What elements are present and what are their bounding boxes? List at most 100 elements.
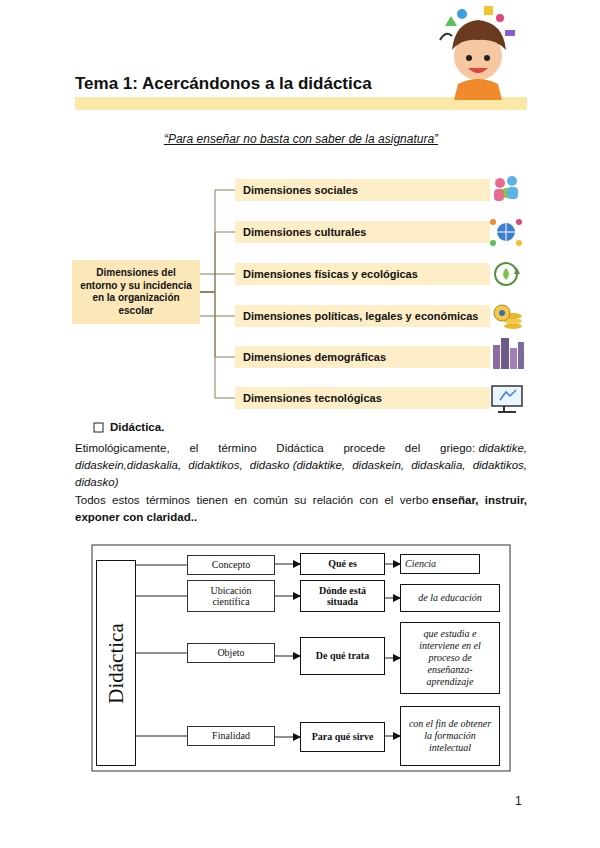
node-text: Didáctica bbox=[104, 623, 129, 703]
monitor-icon bbox=[492, 386, 522, 412]
node-text: Qué es bbox=[305, 558, 380, 570]
connector bbox=[275, 656, 300, 657]
paragraph: Etimológicamente, el término Didáctica p… bbox=[75, 440, 527, 491]
answer-box: de la educación bbox=[400, 584, 500, 612]
connector bbox=[200, 274, 235, 275]
connector bbox=[385, 564, 400, 565]
node-content: Finalidad bbox=[192, 730, 270, 742]
node-text: De qué trata bbox=[305, 650, 380, 662]
node-text: que estudia e interviene en el proceso d… bbox=[405, 628, 495, 688]
dimension-box: Dimensiones sociales bbox=[235, 179, 490, 201]
connector bbox=[385, 736, 400, 737]
node-text: Dónde está situada bbox=[305, 585, 380, 608]
node-text: con el fin de obtener la formación intel… bbox=[405, 718, 495, 754]
page-title: Tema 1: Acercándonos a la didáctica bbox=[75, 74, 372, 93]
coins-icon bbox=[494, 305, 522, 329]
node-content: Para qué sirve bbox=[305, 731, 380, 743]
ellipsis: .. bbox=[191, 511, 197, 523]
aspect-box: Ubicación científica bbox=[187, 580, 275, 612]
connector bbox=[136, 653, 187, 654]
quote-holder: “Para enseñar no basta con saber de la a… bbox=[75, 132, 527, 146]
node-content: con el fin de obtener la formación intel… bbox=[405, 718, 495, 754]
node-content: Dimensiones demográficas bbox=[243, 351, 482, 363]
node-content: de la educación bbox=[405, 592, 495, 604]
recycle-icon bbox=[495, 263, 520, 285]
question-box: De qué trata bbox=[300, 637, 385, 675]
node-content: que estudia e interviene en el proceso d… bbox=[405, 628, 495, 688]
section-heading: Didáctica. bbox=[110, 421, 164, 433]
node-content: Dónde está situada bbox=[305, 585, 380, 608]
connector bbox=[136, 736, 187, 737]
connector bbox=[136, 565, 187, 566]
node-text: Para qué sirve bbox=[305, 731, 380, 743]
node-content: Dimensiones del entorno y su incidencia … bbox=[80, 267, 192, 317]
connector bbox=[275, 737, 300, 738]
dimension-box: Dimensiones políticas, legales y económi… bbox=[235, 305, 490, 327]
diagram-frame bbox=[92, 545, 510, 771]
aspect-box: Concepto bbox=[187, 555, 275, 575]
body-text: Etimológicamente, el término Didáctica p… bbox=[75, 442, 475, 454]
node-text: Dimensiones del entorno y su incidencia … bbox=[80, 267, 192, 317]
node-content: Didáctica bbox=[104, 623, 129, 703]
node-text: Concepto bbox=[192, 559, 270, 571]
checkbox bbox=[94, 423, 103, 432]
node-text: Dimensiones físicas y ecológicas bbox=[243, 268, 482, 280]
page-number: 1 bbox=[515, 794, 522, 808]
question-box: Qué es bbox=[300, 553, 385, 575]
question-box: Para qué sirve bbox=[300, 722, 385, 752]
dimension-box: Dimensiones culturales bbox=[235, 221, 490, 243]
node-text: Dimensiones culturales bbox=[243, 226, 482, 238]
node-content: Dimensiones políticas, legales y económi… bbox=[243, 310, 482, 322]
connector bbox=[275, 564, 300, 565]
node-text: Dimensiones tecnológicas bbox=[243, 392, 482, 404]
node-text: Finalidad bbox=[192, 730, 270, 742]
node-content: Ubicación científica bbox=[192, 585, 270, 608]
connector bbox=[385, 658, 400, 659]
node-content: Dimensiones físicas y ecológicas bbox=[243, 268, 482, 280]
title-holder: Tema 1: Acercándonos a la didáctica bbox=[75, 74, 455, 94]
node-text: Dimensiones demográficas bbox=[243, 351, 482, 363]
dimension-box: Dimensiones demográficas bbox=[235, 346, 490, 368]
connector bbox=[200, 316, 235, 317]
connector bbox=[136, 596, 187, 597]
subtitle-quote: “Para enseñar no basta con saber de la a… bbox=[164, 132, 438, 146]
root-box: Dimensiones del entorno y su incidencia … bbox=[72, 260, 200, 324]
node-content: De qué trata bbox=[305, 650, 380, 662]
aspect-box: Finalidad bbox=[187, 726, 275, 746]
body-text: Todos estos términos tienen en común su … bbox=[75, 494, 429, 506]
node-content: Dimensiones sociales bbox=[243, 184, 482, 196]
connector bbox=[200, 292, 235, 398]
answer-box: que estudia e interviene en el proceso d… bbox=[400, 622, 500, 694]
connector bbox=[275, 596, 300, 597]
node-text: Ciencia bbox=[405, 558, 475, 570]
heading-holder: Didáctica. bbox=[110, 421, 164, 433]
node-text: Dimensiones sociales bbox=[243, 184, 482, 196]
question-box: Dónde está situada bbox=[300, 580, 385, 612]
node-content: Concepto bbox=[192, 559, 270, 571]
paragraph: Todos estos términos tienen en común su … bbox=[75, 492, 527, 526]
connector bbox=[385, 598, 400, 599]
node-text: Dimensiones políticas, legales y económi… bbox=[243, 310, 482, 322]
kid-illustration bbox=[440, 6, 515, 100]
connector bbox=[200, 190, 235, 292]
node-content: Qué es bbox=[305, 558, 380, 570]
aspect-box: Objeto bbox=[187, 643, 275, 663]
node-content: Dimensiones culturales bbox=[243, 226, 482, 238]
node-text: de la educación bbox=[405, 592, 495, 604]
node-content: Ciencia bbox=[405, 558, 475, 570]
answer-box: con el fin de obtener la formación intel… bbox=[400, 706, 500, 766]
city-icon bbox=[493, 338, 524, 369]
dimension-box: Dimensiones tecnológicas bbox=[235, 387, 490, 409]
globe-icon bbox=[490, 219, 522, 246]
connector bbox=[200, 232, 235, 292]
answer-box: Ciencia bbox=[400, 554, 480, 574]
node-content: Objeto bbox=[192, 647, 270, 659]
dimension-box: Dimensiones físicas y ecológicas bbox=[235, 263, 490, 285]
page-number-holder: 1 bbox=[515, 794, 522, 808]
connector bbox=[200, 292, 235, 357]
node-text: Ubicación científica bbox=[192, 585, 270, 608]
node-content: Dimensiones tecnológicas bbox=[243, 392, 482, 404]
